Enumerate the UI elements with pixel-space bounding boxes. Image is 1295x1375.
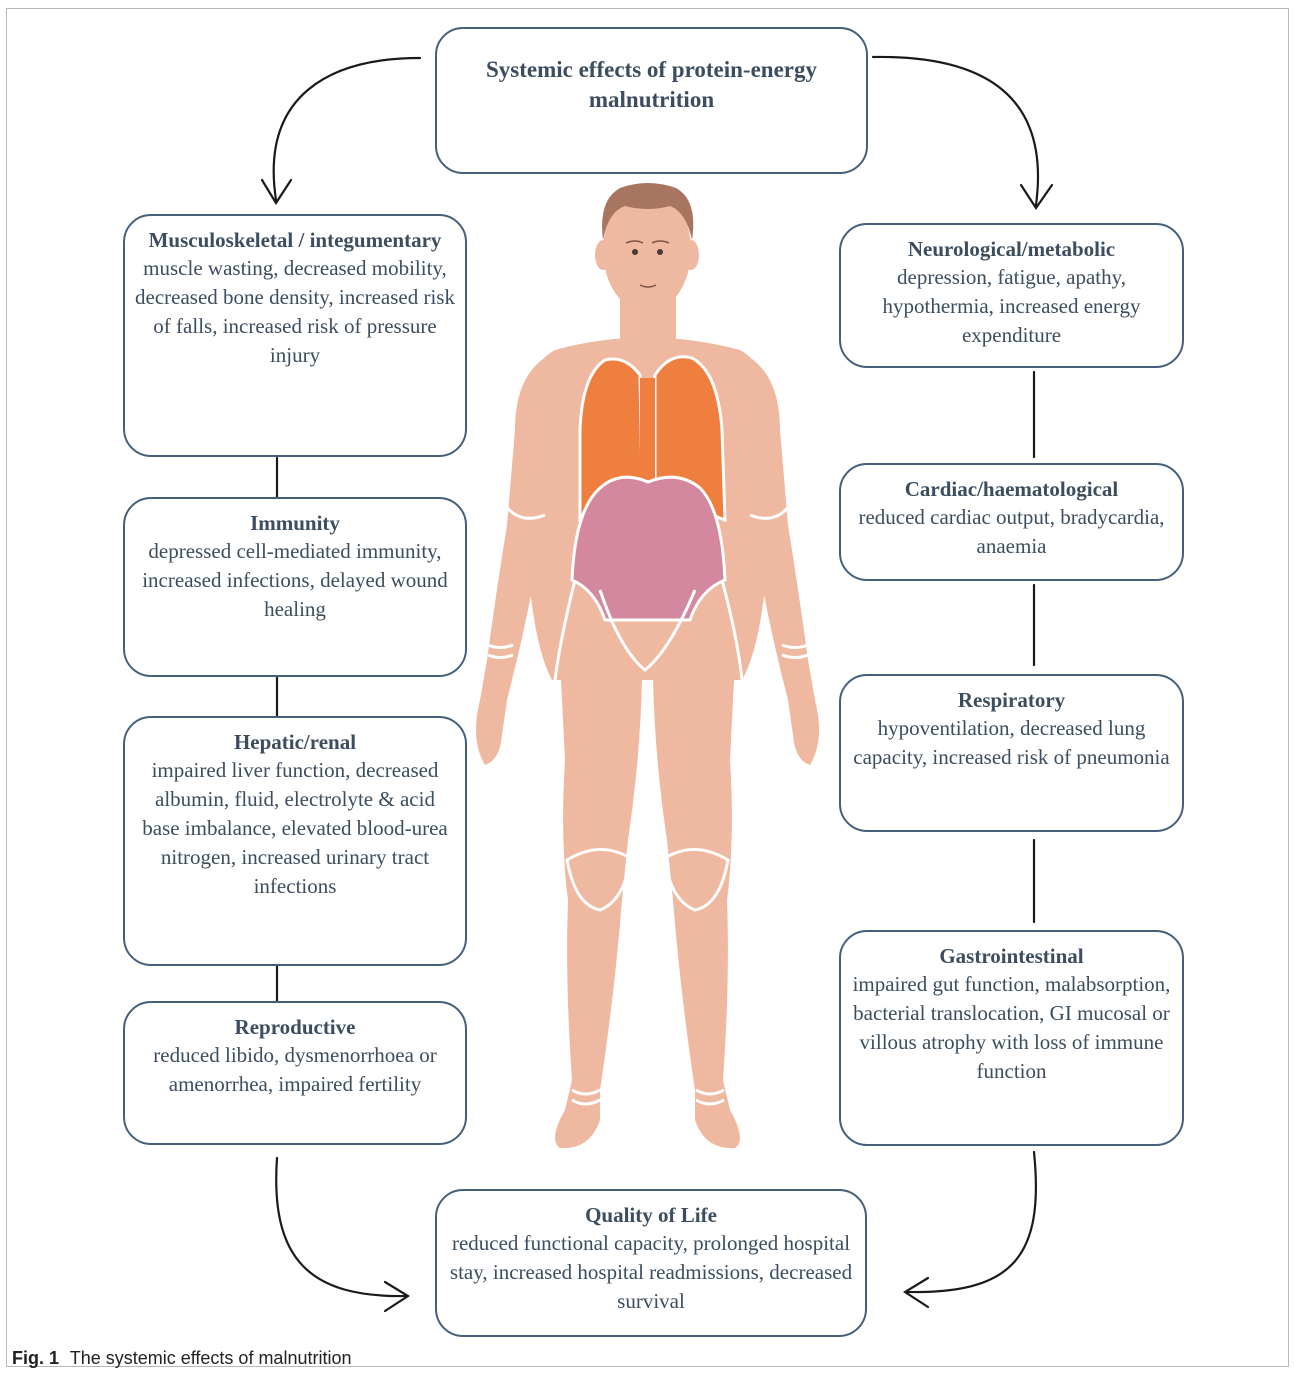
box-body: muscle wasting, decreased mobility, decr… [135,256,455,367]
stomach [570,475,727,622]
arrow-bottom-left [275,1156,409,1298]
box-body: reduced libido, dysmenorrhoea or amenorr… [153,1043,437,1096]
box-immunity: Immunity depressed cell-mediated immunit… [123,497,467,677]
ear-right [683,240,699,270]
figure-frame [6,8,1289,1367]
box-body: impaired gut function, malabsorption, ba… [852,972,1171,1083]
box-body: depressed cell-mediated immunity, increa… [142,539,448,621]
arrow-top-left-head [260,178,293,206]
top-box: Systemic effects of protein-energy malnu… [435,27,868,174]
arrow-bottom-left-head [383,1280,411,1313]
arrow-bottom-right [904,1150,1038,1294]
box-body: impaired liver function, decreased album… [142,758,448,898]
hair [602,183,694,240]
box-title: Quality of Life [585,1203,717,1227]
box-title: Reproductive [234,1015,356,1039]
box-quality-of-life: Quality of Life reduced functional capac… [435,1189,867,1337]
arm-right [740,352,819,765]
box-title: Cardiac/haematological [904,477,1119,501]
box-cardiac: Cardiac/haematological reduced cardiac o… [839,463,1184,581]
box-body: depression, fatigue, apathy, hypothermia… [882,265,1141,347]
caption-text: The systemic effects of malnutrition [69,1348,352,1368]
box-title: Immunity [250,511,340,535]
figure-caption: Fig. 1 The systemic effects of malnutrit… [12,1347,351,1369]
box-title: Gastrointestinal [939,944,1084,968]
caption-label: Fig. 1 [12,1348,60,1368]
box-gastrointestinal: Gastrointestinal impaired gut function, … [839,930,1184,1146]
box-body: reduced cardiac output, bradycardia, ana… [858,505,1165,558]
human-figure [476,183,819,1149]
box-hepatic-renal: Hepatic/renal impaired liver function, d… [123,716,467,966]
box-body: reduced functional capacity, prolonged h… [449,1231,853,1313]
arm-left [476,352,555,765]
box-respiratory: Respiratory hypoventilation, decreased l… [839,674,1184,832]
box-title: Musculoskeletal / integumentary [148,228,442,252]
arrow-top-right-head [1019,183,1054,210]
box-title: Neurological/metabolic [907,237,1116,261]
arrow-top-left [272,56,422,202]
box-musculoskeletal: Musculoskeletal / integumentary muscle w… [123,214,467,457]
top-box-title: Systemic effects of protein-energy malnu… [485,57,818,112]
arrow-top-right [871,55,1040,207]
box-title: Hepatic/renal [233,730,357,754]
head [603,188,691,312]
leg-right [653,660,740,1149]
box-body: hypoventilation, decreased lung capacity… [853,716,1170,769]
ear-left [595,240,611,270]
box-neurological: Neurological/metabolic depression, fatig… [839,223,1184,368]
box-reproductive: Reproductive reduced libido, dysmenorrho… [123,1001,467,1145]
leg-left [555,660,642,1149]
box-title: Respiratory [957,688,1066,712]
arrow-bottom-right-head [902,1276,930,1309]
